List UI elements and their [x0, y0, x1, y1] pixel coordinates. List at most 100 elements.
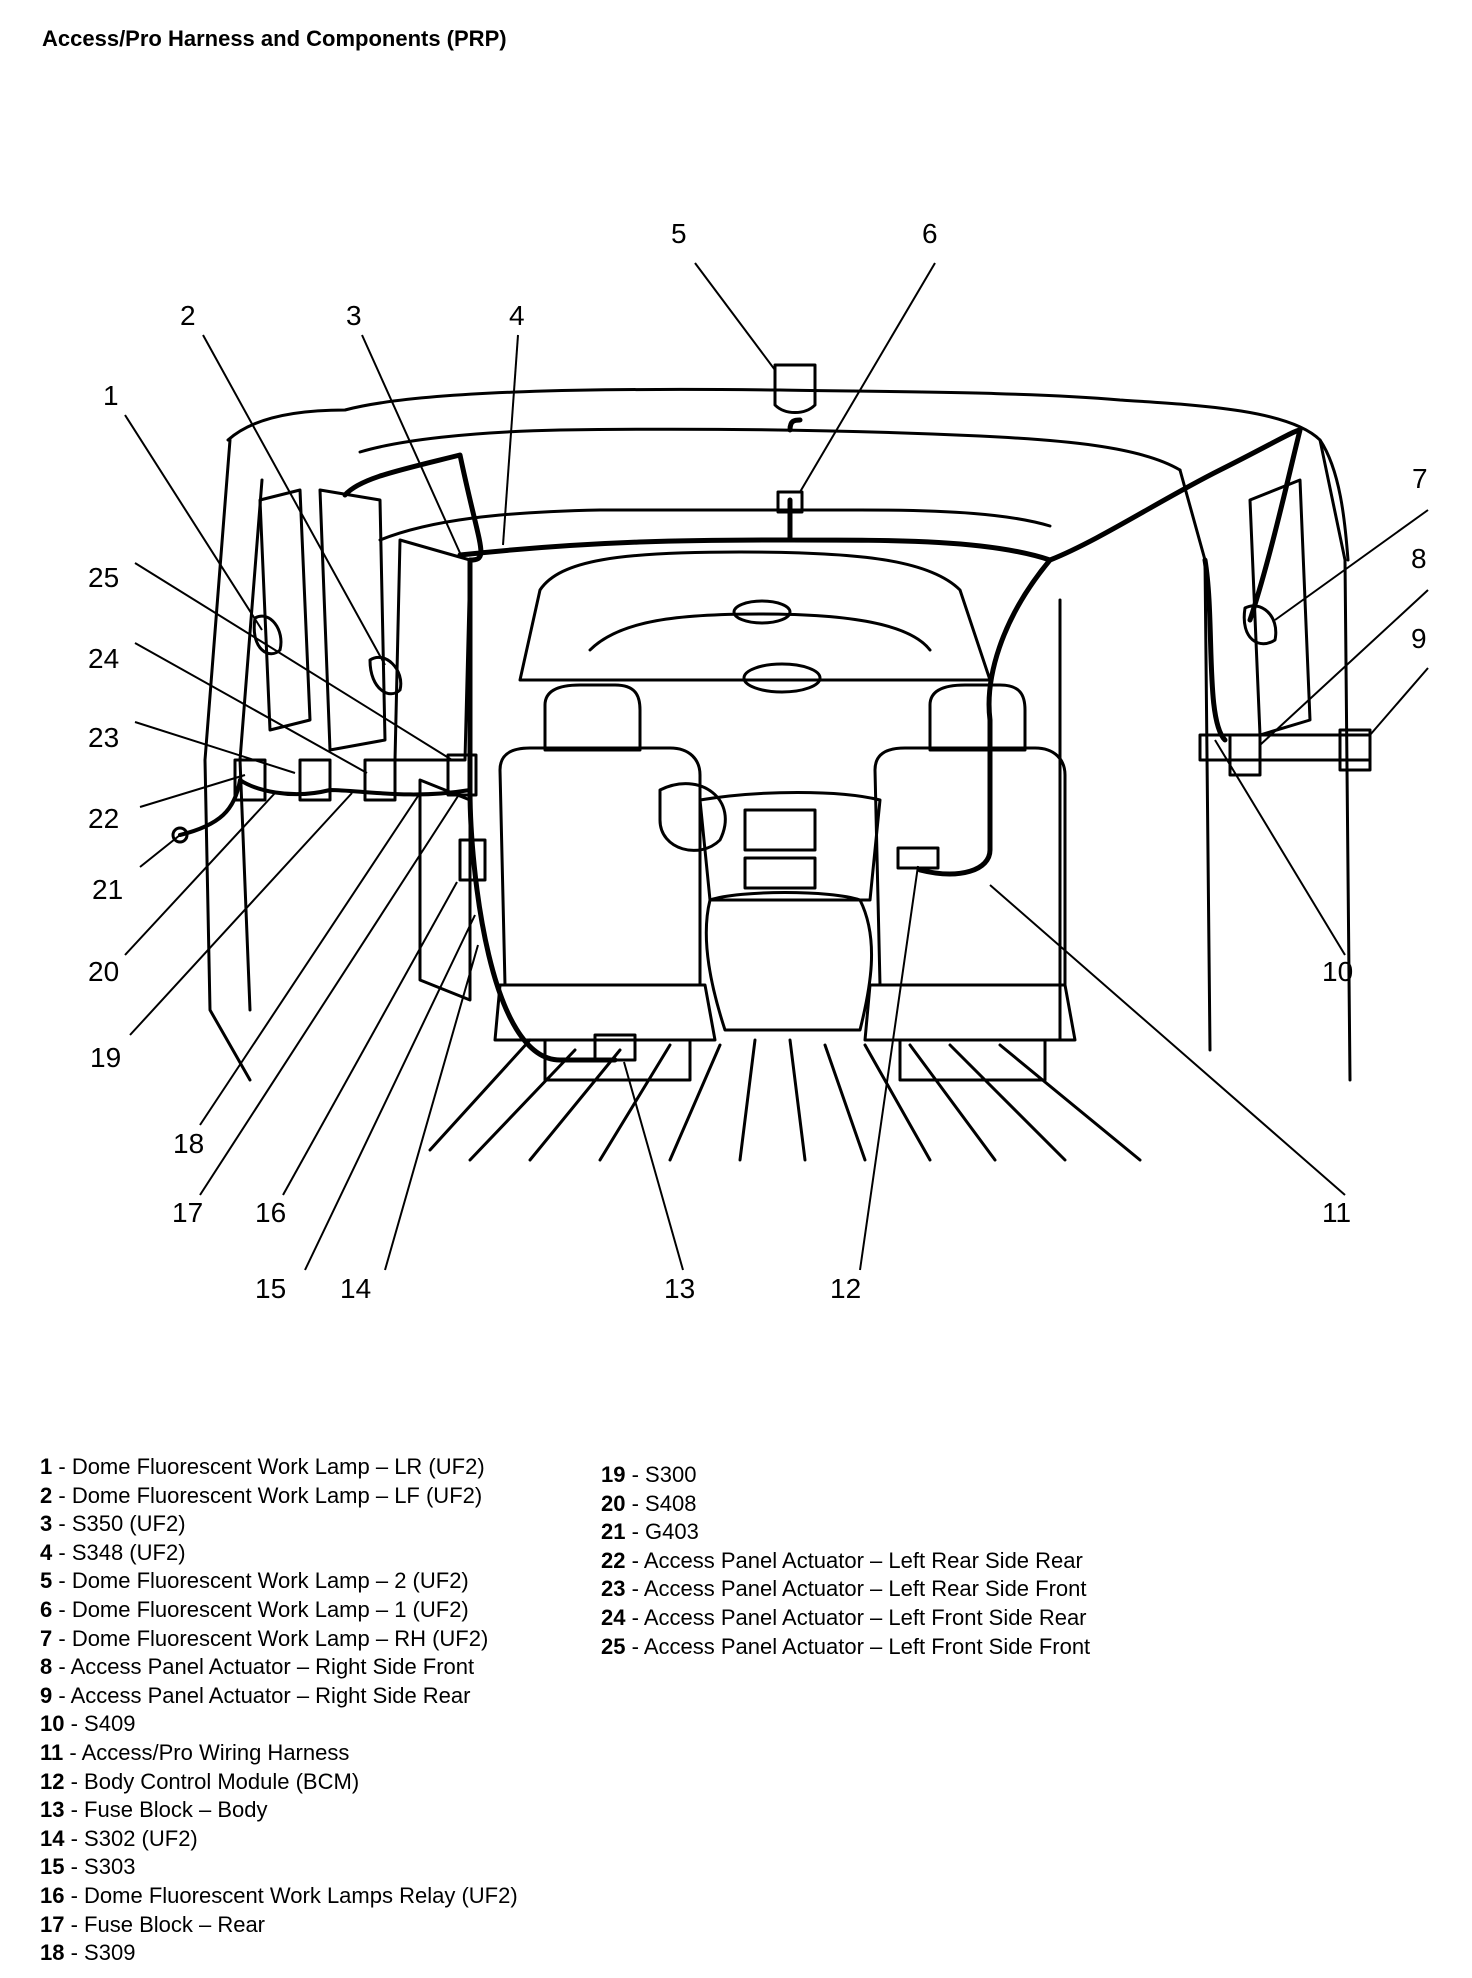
legend-number: 16	[40, 1882, 65, 1908]
legend-label: Fuse Block – Rear	[84, 1911, 266, 1937]
legend-number: 18	[40, 1940, 65, 1966]
actuator-lrsf	[298, 758, 332, 802]
right-seat-headrest	[928, 683, 1027, 752]
legend-item: 5 - Dome Fluorescent Work Lamp – 2 (UF2)	[40, 1568, 469, 1594]
floor-line-10	[908, 1043, 997, 1162]
legend-number: 8	[40, 1654, 53, 1680]
van-interior-drawing	[171, 363, 1372, 1162]
left-wall-inner	[238, 478, 264, 1012]
callout-12: 12	[830, 1273, 861, 1304]
fuse-block-rear	[458, 838, 487, 882]
leader-20	[124, 792, 276, 956]
legend-item: 17 - Fuse Block – Rear	[40, 1911, 266, 1937]
callout-14: 14	[340, 1273, 371, 1304]
callout-17: 17	[172, 1197, 203, 1228]
legend-item: 1 - Dome Fluorescent Work Lamp – LR (UF2…	[40, 1454, 485, 1479]
legend-number: 11	[40, 1739, 64, 1765]
legend-label: Dome Fluorescent Work Lamp – RH (UF2)	[71, 1625, 489, 1651]
callout-24: 24	[88, 643, 119, 674]
leader-18	[199, 792, 421, 1126]
leader-14	[384, 944, 479, 1271]
legend-number: 12	[40, 1768, 65, 1794]
legend-label: S348 (UF2)	[71, 1539, 186, 1565]
actuator-lfsf	[446, 753, 478, 797]
legend-number: 2	[40, 1482, 53, 1508]
legend-label: Dome Fluorescent Work Lamps Relay (UF2)	[84, 1882, 518, 1908]
dome-lamp-rh	[1242, 604, 1278, 646]
legend-item: 8 - Access Panel Actuator – Right Side F…	[40, 1654, 475, 1680]
left-seat-headrest	[543, 683, 642, 752]
floor-line-11	[948, 1043, 1067, 1162]
actuator-lrsr	[233, 758, 267, 802]
legend-label: S303	[84, 1854, 136, 1880]
dome-light-center	[732, 599, 792, 625]
legend-item: 25 - Access Panel Actuator – Left Front …	[601, 1633, 1091, 1659]
legend-number: 13	[40, 1797, 65, 1823]
legend-number: 1	[40, 1454, 53, 1479]
legend-label: S409	[84, 1711, 136, 1737]
legend-item: 9 - Access Panel Actuator – Right Side R…	[40, 1682, 471, 1708]
legend-item: 23 - Access Panel Actuator – Left Rear S…	[601, 1576, 1087, 1602]
right-seat-back	[873, 746, 1067, 987]
left-window-frame-2	[318, 488, 387, 752]
roof-panel-line	[378, 508, 1052, 542]
legend-item: 11 - Access/Pro Wiring Harness	[40, 1739, 350, 1765]
legend-label: Dome Fluorescent Work Lamp – 2 (UF2)	[71, 1568, 469, 1594]
van-interior-harness-diagram: 1 2 3 4 5 6 7 8 9 10 11 12 13 14 15 16 1…	[88, 218, 1429, 1304]
legend-item: 3 - S350 (UF2)	[40, 1511, 186, 1537]
legend-item: 19 - S300	[601, 1462, 697, 1487]
legend-number: 25	[601, 1633, 626, 1659]
floor-line-12	[998, 1043, 1142, 1162]
leader-11	[989, 884, 1346, 1196]
radio-panel	[743, 808, 817, 852]
legend-item: 12 - Body Control Module (BCM)	[40, 1768, 360, 1794]
legend-label: Dome Fluorescent Work Lamp – LF (UF2)	[71, 1482, 483, 1508]
leader-1	[124, 414, 263, 631]
legend-label: Access Panel Actuator – Left Front Side …	[643, 1604, 1087, 1630]
legend-number: 21	[601, 1519, 626, 1545]
callout-leaders	[124, 262, 1429, 1271]
legend-label: Access Panel Actuator – Left Rear Side R…	[643, 1547, 1083, 1573]
leader-23	[134, 721, 296, 774]
windshield-inner	[588, 612, 932, 652]
leader-9	[1369, 667, 1429, 736]
leader-25	[134, 562, 453, 761]
floor-line-3	[528, 1048, 622, 1162]
leader-3	[361, 334, 461, 554]
leader-10	[1214, 739, 1346, 956]
leader-6	[799, 262, 936, 493]
legend-item: 20 - S408	[601, 1490, 697, 1516]
callout-1: 1	[103, 380, 119, 411]
legend-item: 2 - Dome Fluorescent Work Lamp – LF (UF2…	[40, 1482, 483, 1508]
legend-label: Access Panel Actuator – Left Front Side …	[643, 1633, 1091, 1659]
right-door-frame	[1248, 478, 1312, 737]
leader-8	[1259, 589, 1429, 746]
callout-6: 6	[922, 218, 938, 249]
actuator-rsr	[1338, 728, 1372, 772]
callout-8: 8	[1411, 543, 1427, 574]
legend-label: Dome Fluorescent Work Lamp – LR (UF2)	[71, 1454, 485, 1479]
floor-line-8	[823, 1043, 867, 1162]
wiring-harness-left-actuators	[178, 778, 472, 837]
leader-12	[859, 865, 919, 1271]
floor-line-2	[468, 1048, 577, 1162]
leader-22	[139, 774, 246, 808]
legend-label: S350 (UF2)	[71, 1511, 186, 1537]
leader-2	[202, 334, 386, 666]
floor-line-5	[668, 1043, 722, 1162]
legend-item: 24 - Access Panel Actuator – Left Front …	[601, 1604, 1087, 1630]
legend-item: 22 - Access Panel Actuator – Left Rear S…	[601, 1547, 1083, 1573]
callout-23: 23	[88, 722, 119, 753]
left-window-frame-1	[258, 488, 312, 732]
callout-7: 7	[1412, 463, 1428, 494]
right-wall-outer	[1318, 438, 1352, 1082]
floor-line-1	[428, 1038, 532, 1152]
callout-numbers: 1 2 3 4 5 6 7 8 9 10 11 12 13 14 15 16 1…	[88, 218, 1428, 1304]
legend-label: G403	[645, 1519, 699, 1545]
ground-g403	[171, 826, 189, 844]
legend-item: 7 - Dome Fluorescent Work Lamp – RH (UF2…	[40, 1625, 489, 1651]
legend-list-right: 19 - S300 20 - S408 21 - G403 22 - Acces…	[601, 1461, 1090, 1661]
legend-item: 14 - S302 (UF2)	[40, 1825, 198, 1851]
callout-16: 16	[255, 1197, 286, 1228]
left-seat-riser	[543, 1038, 692, 1082]
